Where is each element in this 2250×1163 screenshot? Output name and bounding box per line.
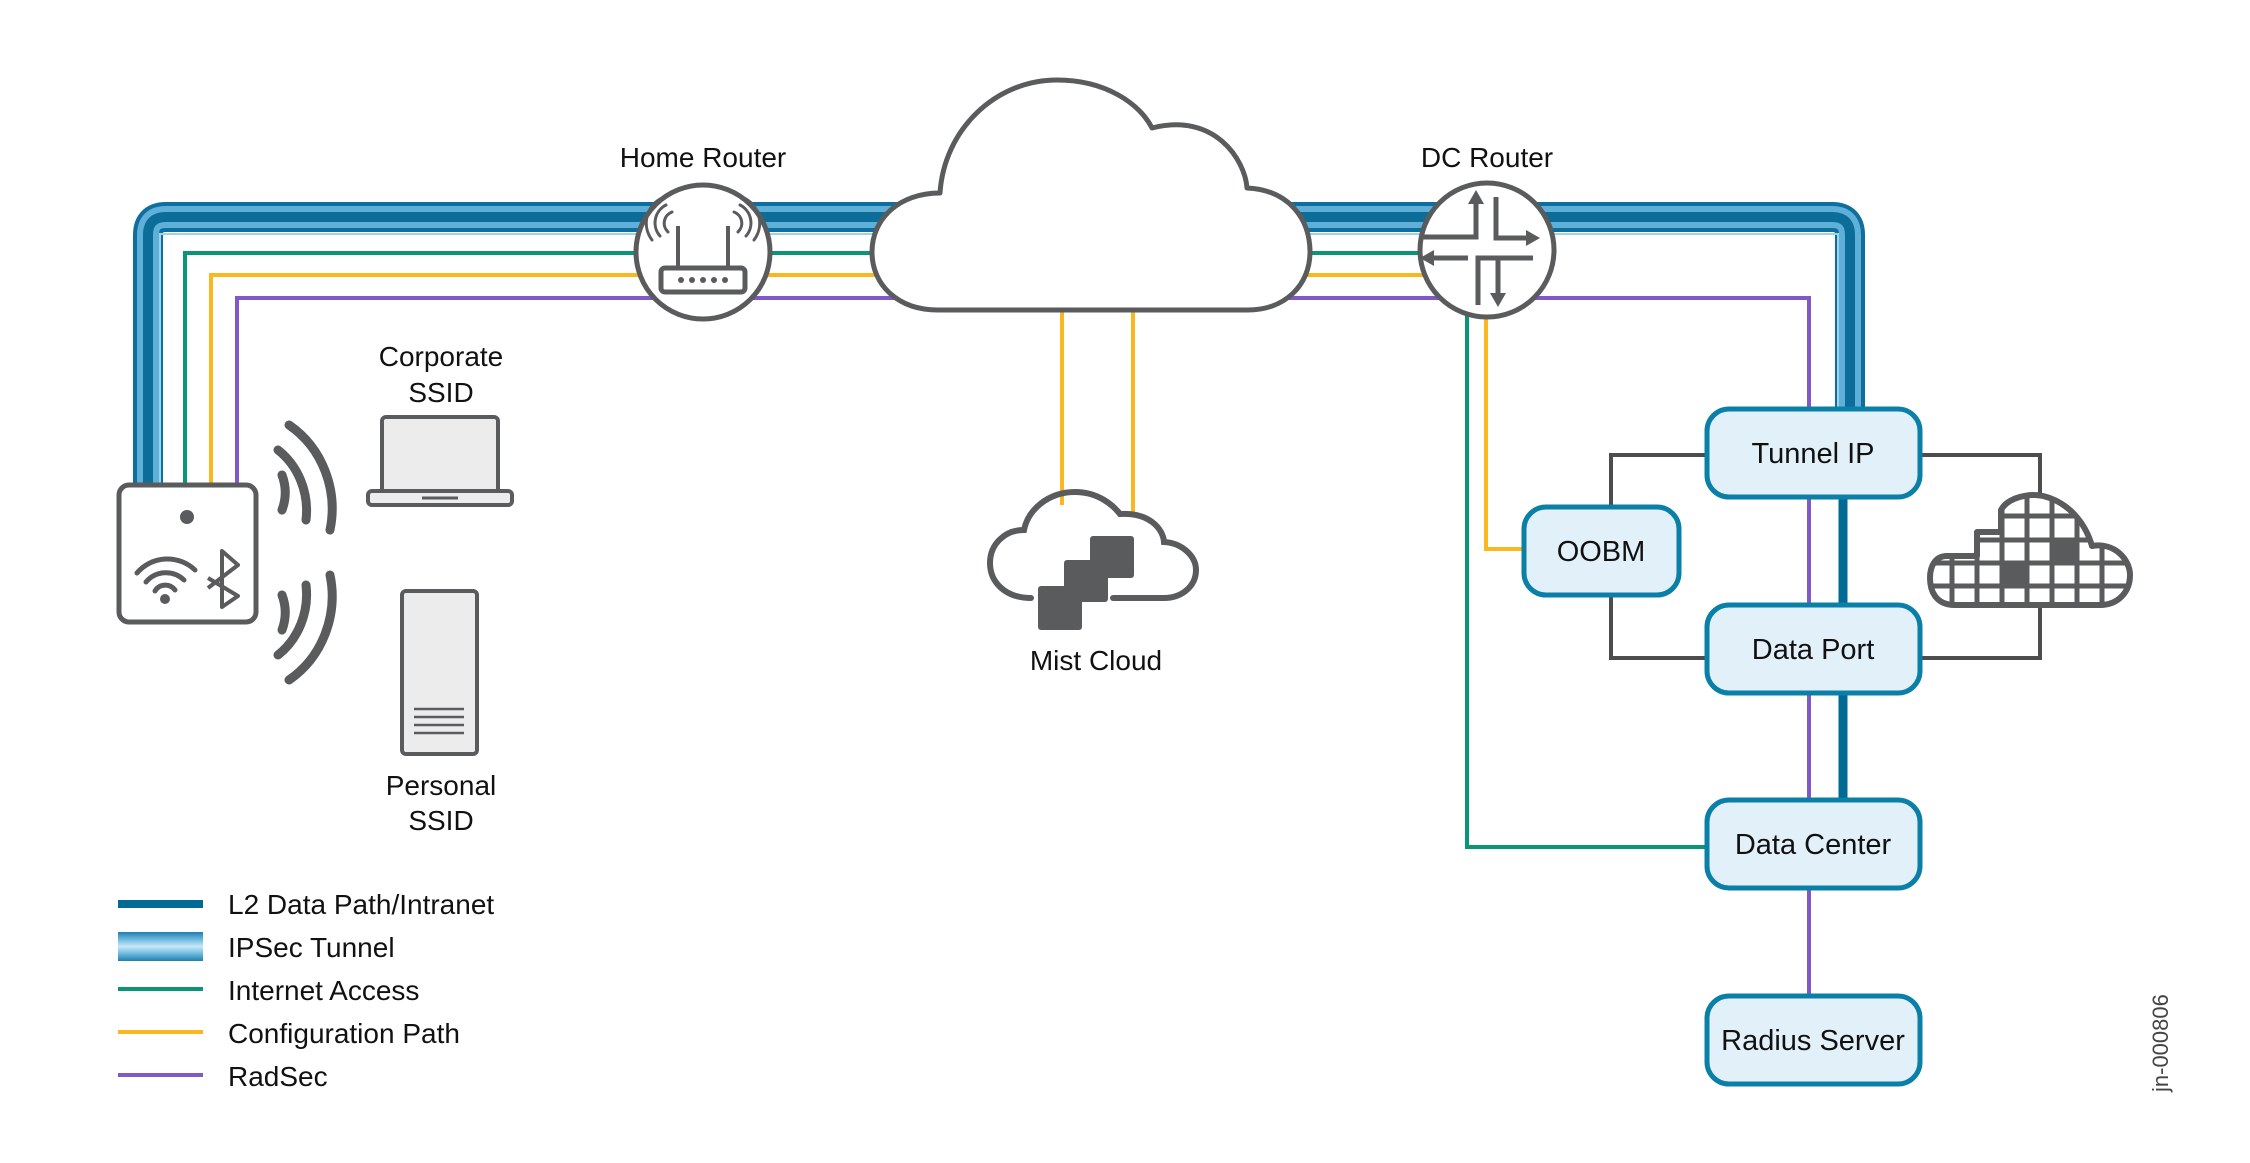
legend-item-tunnel: IPSec Tunnel [118,932,395,963]
node-oobm-label: OOBM [1557,536,1646,568]
router-arrows-icon[interactable] [1417,180,1557,320]
node-tunnel-ip-label: Tunnel IP [1751,438,1874,470]
grid-cloud-icon [1927,492,2133,608]
node-tunnel-ip[interactable]: Tunnel IP [1704,406,1923,500]
node-oobm[interactable]: OOBM [1521,504,1682,598]
node-data-port[interactable]: Data Port [1704,602,1923,696]
legend-label-l2: L2 Data Path/Intranet [228,889,494,920]
figure-id: jn-000806 [2148,994,2173,1093]
legend-swatch-radsec [118,1073,203,1077]
legend-item-radsec: RadSec [118,1061,328,1092]
legend-label-radsec: RadSec [228,1061,328,1092]
wifi-icon [134,556,198,594]
legend-label-internet: Internet Access [228,975,419,1006]
legend-swatch-internet [118,987,203,991]
legend-item-internet: Internet Access [118,975,419,1006]
node-data-center-label: Data Center [1735,829,1892,861]
legend-label-tunnel: IPSec Tunnel [228,932,395,963]
dc-router-label: DC Router [1421,142,1553,173]
node-radius-server-label: Radius Server [1721,1025,1905,1057]
node-radius-server[interactable]: Radius Server [1704,993,1923,1087]
home-router-label: Home Router [620,142,787,173]
bluetooth-icon [206,549,240,609]
node-data-center[interactable]: Data Center [1704,797,1923,891]
personal-ssid-label-line2: SSID [408,805,473,836]
node-data-port-label: Data Port [1752,634,1875,666]
mist-cloud-label: Mist Cloud [1030,645,1162,676]
internet-cloud-icon [869,77,1313,313]
wireless-signal-icon [273,420,337,685]
tower-pc-icon[interactable] [400,589,479,756]
configuration-path [209,273,1524,551]
legend-swatch-config [118,1030,203,1034]
corporate-ssid-label-line2: SSID [408,377,473,408]
legend-label-config: Configuration Path [228,1018,460,1049]
legend-item-config: Configuration Path [118,1018,460,1049]
legend-swatch-l2 [118,900,203,908]
corporate-ssid-label-line1: Corporate [379,341,504,372]
legend: L2 Data Path/Intranet IPSec Tunnel Inter… [118,889,494,1092]
laptop-icon[interactable] [366,415,514,507]
personal-ssid-label-line1: Personal [386,770,497,801]
legend-item-l2: L2 Data Path/Intranet [118,889,494,920]
access-point-icon[interactable] [116,482,259,625]
mist-cloud-icon[interactable] [986,488,1200,630]
management-connectors [1609,453,2042,660]
legend-swatch-tunnel [118,932,203,961]
wifi-router-icon[interactable] [633,182,773,322]
